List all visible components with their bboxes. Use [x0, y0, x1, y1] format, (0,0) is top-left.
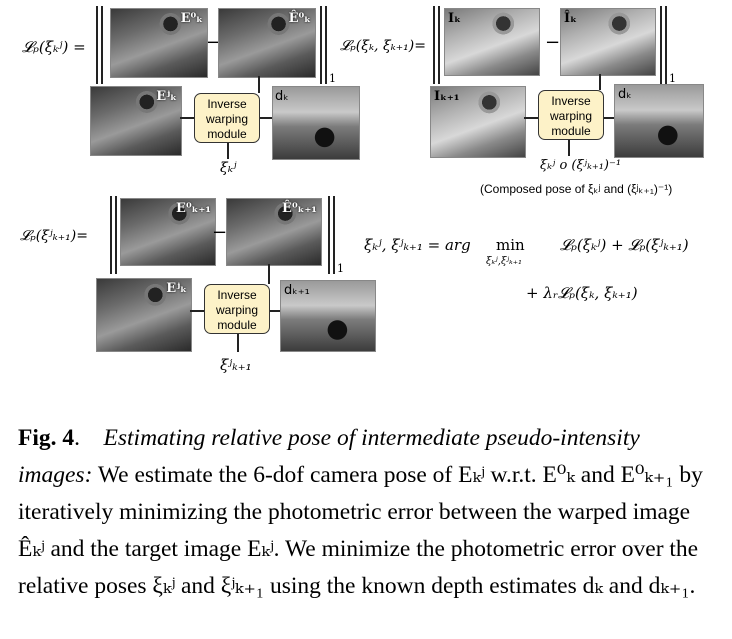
norm-bar-left-2b [438, 6, 440, 84]
image-label: Ê⁰ₖ [288, 11, 311, 26]
arrow-3c [268, 264, 270, 284]
figure-caption: Fig. 4. Estimating relative pose of inte… [18, 420, 718, 605]
arrow-1b [260, 117, 274, 119]
norm-bar-right-1 [320, 6, 322, 84]
image-label: E⁰ₖ₊₁ [176, 201, 211, 216]
image-label: Îₖ [564, 11, 577, 26]
event-image-bottom-left-1: Eʲₖ [90, 86, 182, 156]
norm-bar-left-3 [110, 196, 112, 274]
equation-min: min [496, 236, 525, 254]
norm-bar-right-3b [333, 196, 335, 274]
norm-subscript-1: 1 [329, 72, 336, 85]
norm-bar-right-2 [660, 6, 662, 84]
image-label: Eʲₖ [166, 281, 187, 296]
arrow-2d [568, 140, 570, 156]
pose-label-2: ξₖʲ o (ξʲₖ₊₁)⁻¹ [540, 158, 622, 173]
norm-subscript-3: 1 [337, 262, 344, 275]
norm-bar-left-3b [115, 196, 117, 274]
loss-label-3: 𝓛ₚ(ξʲₖ₊₁)= [20, 228, 88, 244]
loss-label-2: 𝓛ₚ(ξₖ, ξₖ₊₁)= [340, 38, 426, 54]
minus-sign-3: − [212, 222, 228, 243]
arrow-2b [604, 117, 616, 119]
norm-bar-right-2b [665, 6, 667, 84]
depth-image-3: dₖ₊₁ [280, 280, 376, 352]
minus-sign-2: − [545, 32, 561, 53]
pose-label-1: ξₖʲ [220, 160, 237, 176]
arrow-2a [524, 117, 539, 119]
image-label: Ê⁰ₖ₊₁ [282, 201, 317, 216]
norm-bar-right-3 [328, 196, 330, 274]
image-label: E⁰ₖ [180, 11, 203, 26]
minus-sign-1: − [206, 32, 222, 53]
arrow-3a [190, 310, 204, 312]
warped-image-top-right-1: Ê⁰ₖ [218, 8, 316, 78]
image-label: Iₖ [448, 11, 461, 26]
figure-number-dot: . [74, 425, 81, 451]
image-label: dₖ₊₁ [284, 283, 310, 298]
intensity-image-top-left-2: Iₖ [444, 8, 540, 76]
norm-subscript-2: 1 [669, 72, 676, 85]
arrow-1d [227, 143, 229, 159]
arrow-1a [180, 117, 195, 119]
pose-label-3: ξʲₖ₊₁ [220, 356, 252, 374]
pose-note-2: (Composed pose of ξₖʲ and (ξʲₖ₊₁)⁻¹) [480, 182, 673, 196]
equation-line2: + λᵣ𝓛ₚ(ξₖ, ξₖ₊₁) [526, 284, 638, 302]
arrow-3b [270, 310, 282, 312]
arrow-1c [258, 76, 260, 93]
figure-number: Fig. 4 [18, 425, 75, 451]
arrow-3d [237, 334, 239, 352]
equation-min-subscript: ξₖʲ,ξʲₖ₊₁ [486, 256, 523, 267]
depth-image-1: dₖ [272, 86, 360, 160]
norm-bar-left-1b [101, 6, 103, 84]
image-label: Iₖ₊₁ [434, 89, 460, 104]
image-label: Eʲₖ [156, 89, 177, 104]
norm-bar-right-1b [325, 6, 327, 84]
warped-image-top-right-3: Ê⁰ₖ₊₁ [226, 198, 322, 266]
norm-bar-left-2 [433, 6, 435, 84]
event-image-top-left-1: E⁰ₖ [110, 8, 208, 78]
caption-title: Estimating relative pose of intermediate… [18, 425, 640, 488]
equation-rhs: 𝓛ₚ(ξₖʲ) + 𝓛ₚ(ξʲₖ₊₁) [560, 236, 689, 254]
image-label: dₖ [275, 89, 289, 104]
depth-image-2: dₖ [614, 84, 704, 158]
intensity-image-bottom-left-2: Iₖ₊₁ [430, 86, 526, 158]
image-label: dₖ [618, 87, 632, 102]
equation-lhs: ξₖʲ, ξʲₖ₊₁ = arg [364, 236, 471, 254]
caption-body: We estimate the 6-dof camera pose of Eₖʲ… [18, 462, 703, 599]
warped-image-top-right-2: Îₖ [560, 8, 656, 76]
event-image-bottom-left-3: Eʲₖ [96, 278, 192, 352]
loss-label-1: 𝓛ₚ(ξₖʲ) = [22, 38, 86, 56]
norm-bar-left-1 [96, 6, 98, 84]
event-image-top-left-3: E⁰ₖ₊₁ [120, 198, 216, 266]
arrow-2c [599, 74, 601, 90]
